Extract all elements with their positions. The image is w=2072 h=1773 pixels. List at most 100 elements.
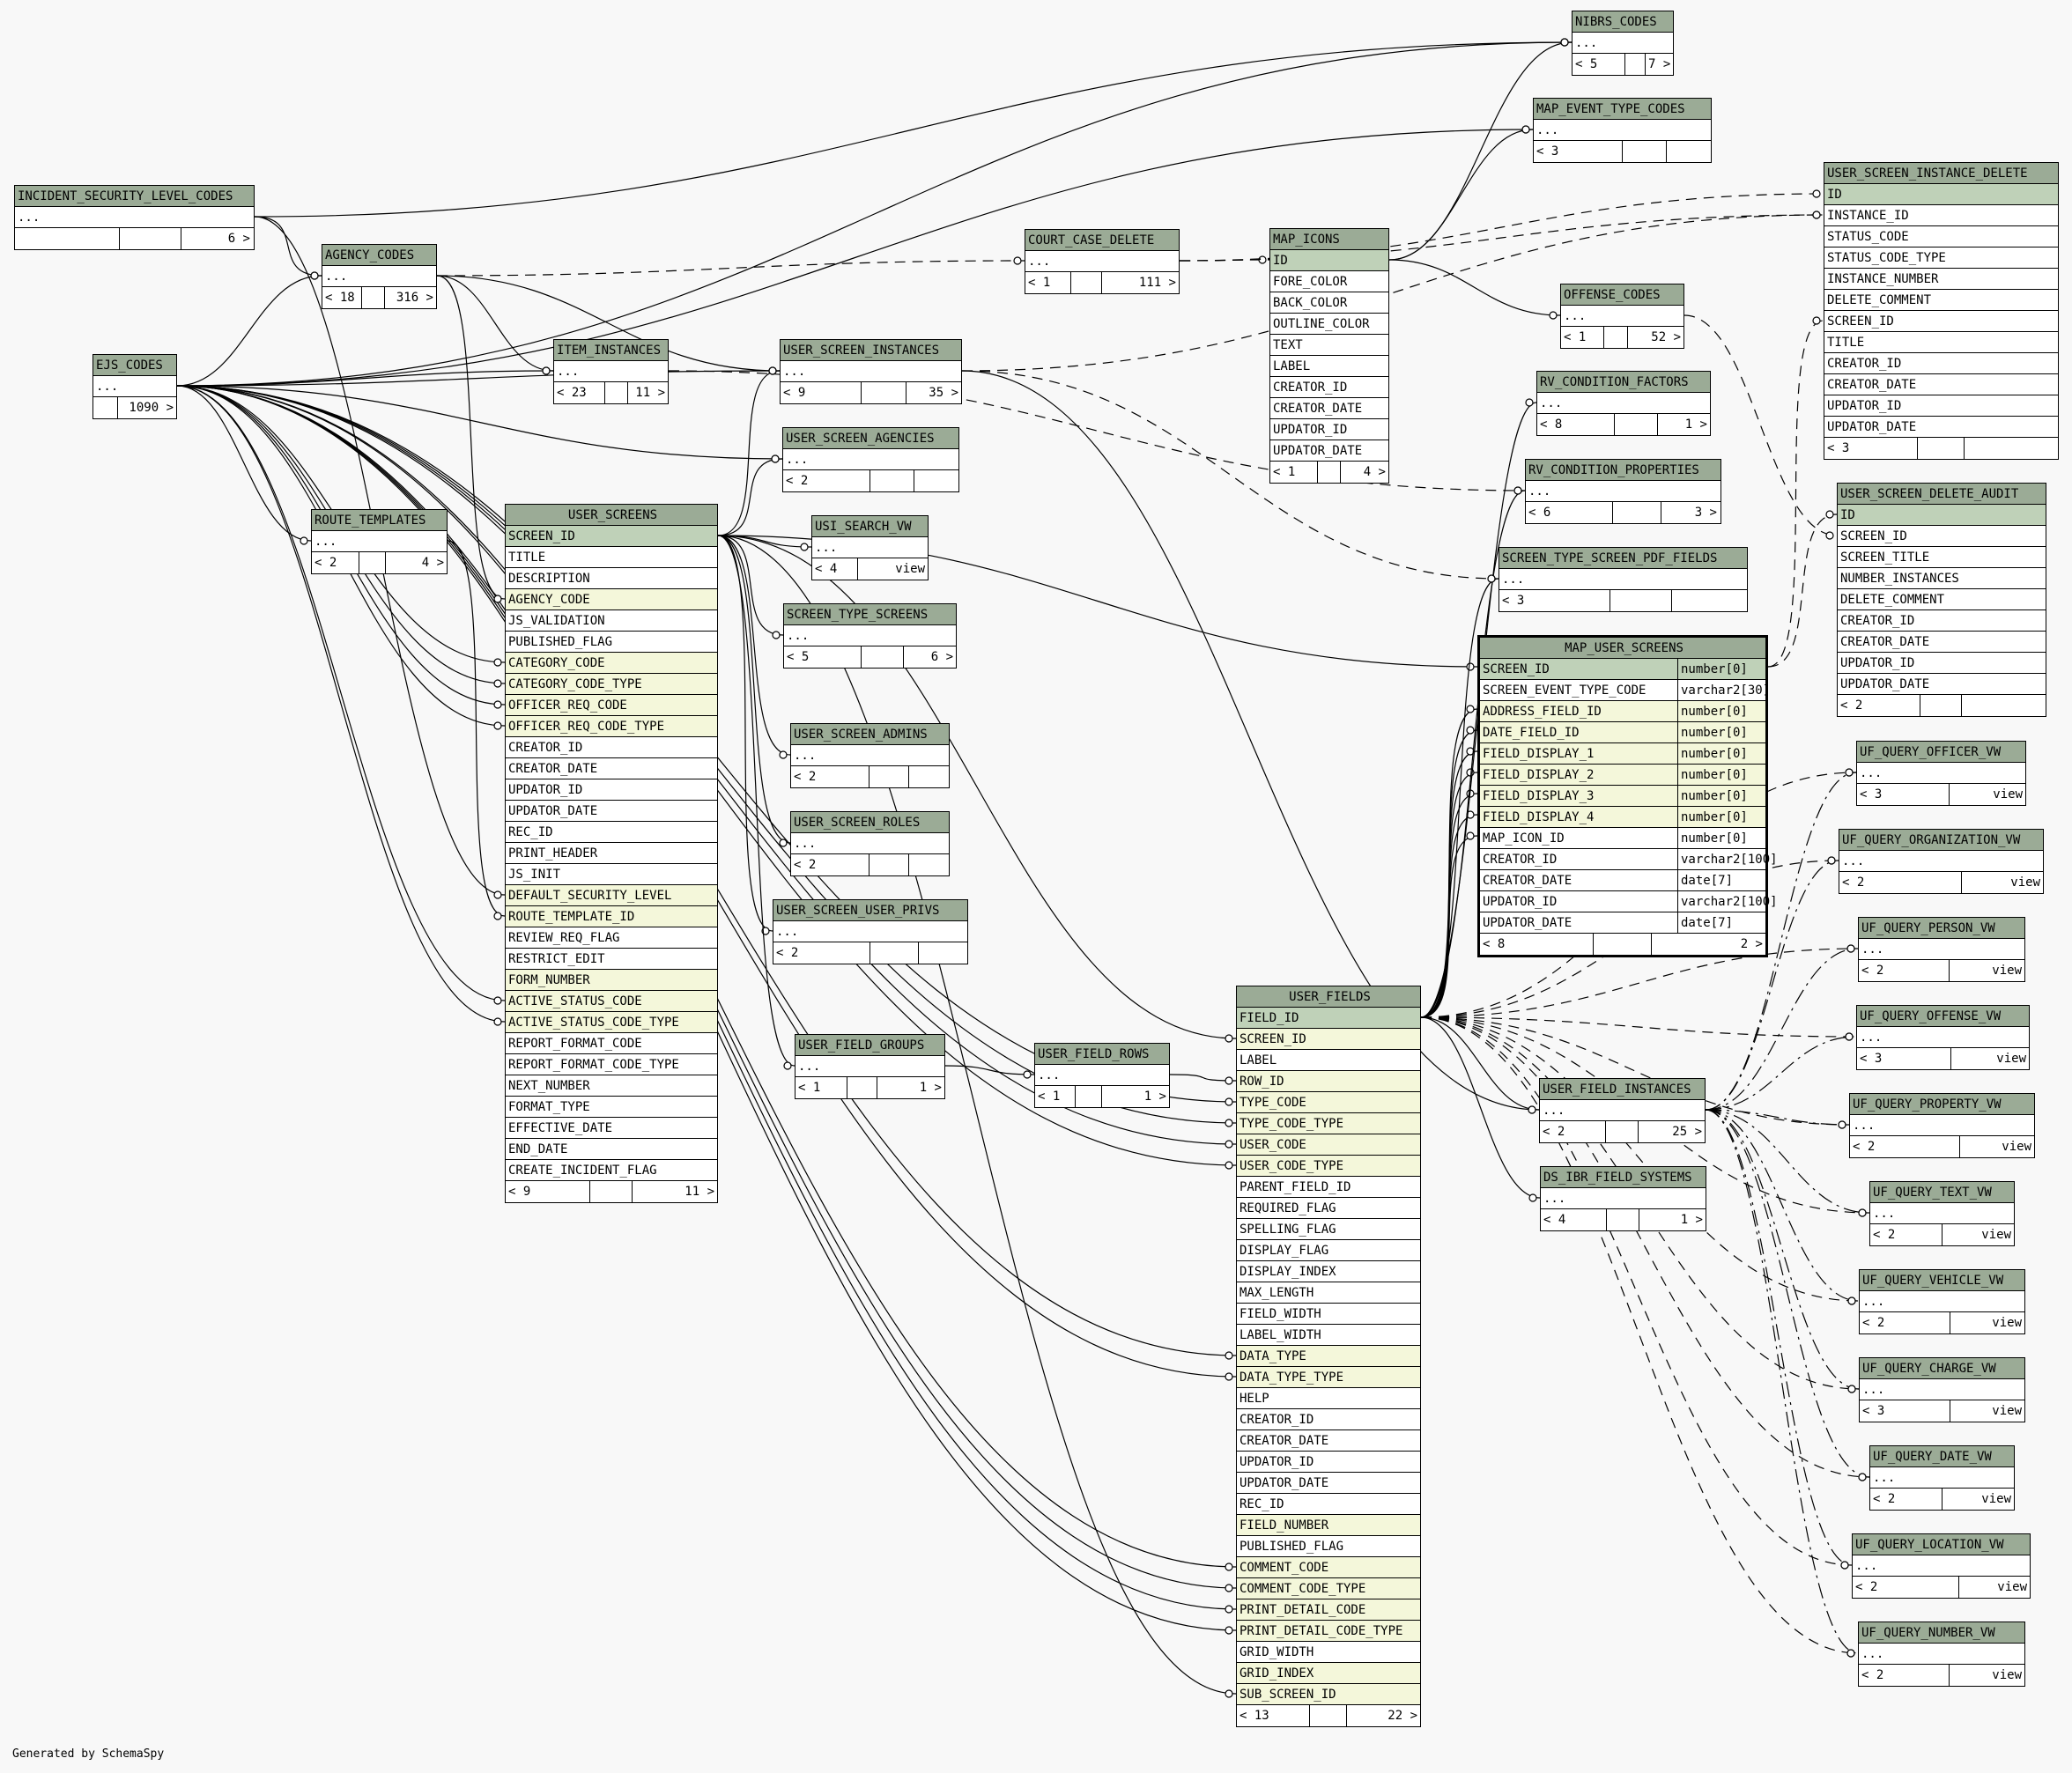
column-row[interactable]: DATA_TYPE xyxy=(1237,1346,1420,1367)
column-row[interactable]: END_DATE xyxy=(506,1139,717,1160)
parent-count[interactable]: 4 > xyxy=(1363,465,1386,479)
table-name[interactable]: MAP_EVENT_TYPE_CODES xyxy=(1534,99,1711,120)
column-row[interactable]: CATEGORY_CODE_TYPE xyxy=(506,674,717,695)
child-count[interactable]: < 9 xyxy=(506,1181,590,1202)
column-row[interactable]: STATUS_CODE xyxy=(1824,226,2058,247)
table-name[interactable]: USER_SCREEN_INSTANCE_DELETE xyxy=(1824,163,2058,184)
table-name[interactable]: DS_IBR_FIELD_SYSTEMS xyxy=(1541,1167,1706,1188)
column-row[interactable]: DISPLAY_FLAG xyxy=(1237,1240,1420,1261)
column-row[interactable]: DESCRIPTION xyxy=(506,568,717,589)
parent-count[interactable]: 4 > xyxy=(421,556,445,570)
child-count[interactable]: < 2 xyxy=(1859,960,1950,981)
table-user-screen-admins[interactable]: USER_SCREEN_ADMINS...< 2 xyxy=(790,723,950,788)
parent-count[interactable] xyxy=(909,766,949,787)
column-row[interactable]: CREATOR_DATE xyxy=(1270,398,1388,419)
child-count[interactable]: < 2 xyxy=(1859,1665,1950,1686)
column-row[interactable]: CREATOR_ID xyxy=(1824,353,2058,374)
parent-count[interactable]: view xyxy=(1992,1316,2022,1330)
child-count[interactable]: < 2 xyxy=(773,942,870,964)
child-count[interactable]: < 3 xyxy=(1857,784,1950,805)
table-user-screen-roles[interactable]: USER_SCREEN_ROLES...< 2 xyxy=(790,811,950,876)
column-row[interactable]: REC_ID xyxy=(506,822,717,843)
column-row[interactable]: EFFECTIVE_DATE xyxy=(506,1118,717,1139)
child-count[interactable]: < 1 xyxy=(1025,272,1071,293)
parent-count[interactable]: view xyxy=(1993,787,2023,802)
parent-count[interactable]: 3 > xyxy=(1694,506,1717,520)
column-row[interactable]: SCREEN_ID xyxy=(1838,526,2046,547)
column-row[interactable]: SCREEN_ID xyxy=(506,526,717,547)
child-count[interactable]: < 5 xyxy=(1572,54,1625,75)
column-row[interactable]: COMMENT_CODE_TYPE xyxy=(1237,1578,1420,1599)
child-count[interactable]: < 2 xyxy=(1870,1489,1942,1510)
table-name[interactable]: COURT_CASE_DELETE xyxy=(1025,230,1179,251)
column-row[interactable]: PUBLISHED_FLAG xyxy=(1237,1536,1420,1557)
column-row[interactable]: NUMBER_INSTANCES xyxy=(1838,568,2046,589)
column-row[interactable]: LABEL xyxy=(1237,1050,1420,1071)
column-row[interactable]: CREATOR_DATE xyxy=(1824,374,2058,395)
parent-count[interactable] xyxy=(909,854,949,875)
column-row[interactable]: LABEL xyxy=(1270,356,1388,377)
table-name[interactable]: MAP_USER_SCREENS xyxy=(1480,638,1765,659)
child-count[interactable]: < 2 xyxy=(1839,872,1962,893)
child-count[interactable]: < 2 xyxy=(1540,1121,1606,1142)
table-name[interactable]: UF_QUERY_OFFICER_VW xyxy=(1857,742,2025,763)
parent-count[interactable]: view xyxy=(1997,1580,2027,1594)
column-row[interactable]: HELP xyxy=(1237,1388,1420,1409)
column-row[interactable]: MAX_LENGTH xyxy=(1237,1282,1420,1304)
parent-count[interactable]: 11 > xyxy=(635,386,665,400)
table-name[interactable]: UF_QUERY_NUMBER_VW xyxy=(1859,1622,2024,1644)
child-count[interactable]: < 2 xyxy=(791,766,870,787)
column-row[interactable]: GRID_WIDTH xyxy=(1237,1642,1420,1663)
parent-count[interactable] xyxy=(919,942,967,964)
child-count[interactable]: < 5 xyxy=(784,646,862,668)
table-name[interactable]: SCREEN_TYPE_SCREENS xyxy=(784,604,956,625)
child-count[interactable]: < 2 xyxy=(783,470,871,491)
child-count[interactable]: < 3 xyxy=(1860,1400,1950,1422)
table-name[interactable]: USER_SCREENS xyxy=(506,505,717,526)
column-row[interactable]: UPDATOR_ID xyxy=(506,779,717,801)
table-name[interactable]: USER_FIELD_ROWS xyxy=(1035,1044,1169,1065)
child-count[interactable]: < 1 xyxy=(796,1077,847,1098)
parent-count[interactable]: view xyxy=(1992,964,2022,978)
table-name[interactable]: USER_SCREEN_ADMINS xyxy=(791,724,949,745)
column-row[interactable]: ID xyxy=(1838,505,2046,526)
column-row[interactable]: ROW_ID xyxy=(1237,1071,1420,1092)
column-row[interactable]: SCREEN_ID xyxy=(1824,311,2058,332)
column-row[interactable]: RESTRICT_EDIT xyxy=(506,949,717,970)
column-row[interactable]: CREATOR_DATE xyxy=(506,758,717,779)
table-ejs-codes[interactable]: EJS_CODES...1090 > xyxy=(92,354,177,419)
column-row[interactable]: CREATOR_ID xyxy=(1838,610,2046,632)
column-row[interactable]: PUBLISHED_FLAG xyxy=(506,632,717,653)
child-count[interactable]: < 2 xyxy=(791,854,870,875)
column-row[interactable]: CREATOR_ID xyxy=(1270,377,1388,398)
child-count[interactable]: < 1 xyxy=(1035,1086,1076,1107)
child-count[interactable] xyxy=(93,397,118,418)
column-row[interactable]: ROUTE_TEMPLATE_ID xyxy=(506,906,717,927)
parent-count[interactable]: 7 > xyxy=(1648,57,1671,71)
parent-count[interactable]: 1090 > xyxy=(129,401,174,415)
column-row[interactable]: CATEGORY_CODE xyxy=(506,653,717,674)
column-row[interactable]: JS_INIT xyxy=(506,864,717,885)
parent-count[interactable]: 1 > xyxy=(1684,417,1707,432)
column-row[interactable]: REPORT_FORMAT_CODE_TYPE xyxy=(506,1054,717,1075)
table-name[interactable]: UF_QUERY_CHARGE_VW xyxy=(1860,1358,2024,1379)
